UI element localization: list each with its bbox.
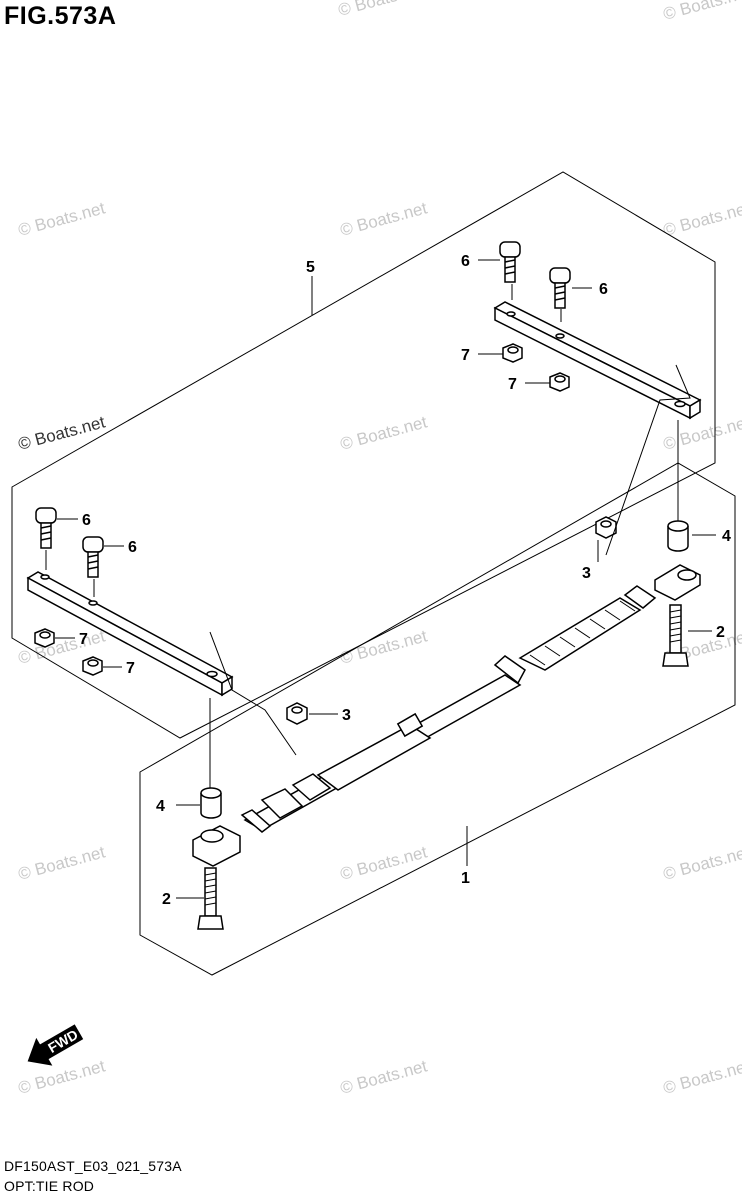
callout-part-7: 7 xyxy=(79,631,88,648)
group-outline-bracket xyxy=(11,171,716,739)
callout-part-6: 6 xyxy=(599,281,608,298)
callout-part-7: 7 xyxy=(461,347,470,364)
figure-title: FIG.573A xyxy=(4,2,117,30)
watermark-layer: © Boats.net © Boats.net © Boats.net © Bo… xyxy=(16,0,742,1098)
watermark-text: © Boats.net xyxy=(338,412,429,453)
nut-3-lower xyxy=(286,702,308,725)
watermark-text: © Boats.net xyxy=(661,842,742,883)
watermark-text: © Boats.net xyxy=(661,1056,742,1097)
callout-part-6: 6 xyxy=(82,512,91,529)
nut-lower-1 xyxy=(34,628,55,648)
callout-part-7: 7 xyxy=(126,660,135,677)
tie-rod xyxy=(192,564,701,867)
watermark-text: © Boats.net xyxy=(661,198,742,239)
bolt-upper-2 xyxy=(549,267,571,309)
assembly-guide-lines xyxy=(45,284,691,788)
watermark-text: © Boats.net xyxy=(338,1056,429,1097)
callout-part-5: 5 xyxy=(306,259,315,276)
nut-3-upper xyxy=(595,516,617,539)
watermark-text: © Boats.net xyxy=(338,198,429,239)
callout-part-7: 7 xyxy=(508,376,517,393)
bolt-upper-1 xyxy=(499,241,521,283)
callout-part-6: 6 xyxy=(128,539,137,556)
watermark-text: © Boats.net xyxy=(16,198,107,239)
diagram-code: DF150AST_E03_021_573A xyxy=(4,1158,182,1174)
bracket-plate-left xyxy=(26,571,234,697)
watermark-text: © Boats.net xyxy=(336,0,427,20)
watermark-text: © Boats.net xyxy=(661,412,742,453)
watermark-text: © Boats.net xyxy=(338,842,429,883)
spacer-lower xyxy=(200,787,222,819)
bolt-lower-2 xyxy=(82,536,104,578)
callout-part-1: 1 xyxy=(461,870,470,887)
callout-part-2: 2 xyxy=(162,891,171,908)
callout-part-3: 3 xyxy=(582,565,591,582)
bolt-2-lower xyxy=(197,867,224,930)
diagram-name: OPT:TIE ROD xyxy=(4,1178,95,1194)
callout-part-3: 3 xyxy=(342,707,351,724)
callout-part-6: 6 xyxy=(461,253,470,270)
bracket-plate-right xyxy=(493,301,702,420)
watermark-text: © Boats.net xyxy=(16,1056,107,1097)
bolt-2-upper xyxy=(662,604,689,667)
watermark-text: © Boats.net xyxy=(661,0,742,24)
spacer-upper xyxy=(667,520,689,552)
callout-part-4: 4 xyxy=(156,798,165,815)
callout-part-2: 2 xyxy=(716,624,725,641)
nut-lower-2 xyxy=(82,656,103,676)
bolt-lower-1 xyxy=(35,507,57,549)
watermark-text: © Boats.net xyxy=(338,626,429,667)
callout-part-4: 4 xyxy=(722,528,731,545)
leader-lines xyxy=(55,259,716,899)
watermark-text: © Boats.net xyxy=(16,842,107,883)
nut-upper-1 xyxy=(502,343,523,363)
nut-upper-2 xyxy=(549,372,570,392)
watermark-text: © Boats.net xyxy=(16,412,107,453)
